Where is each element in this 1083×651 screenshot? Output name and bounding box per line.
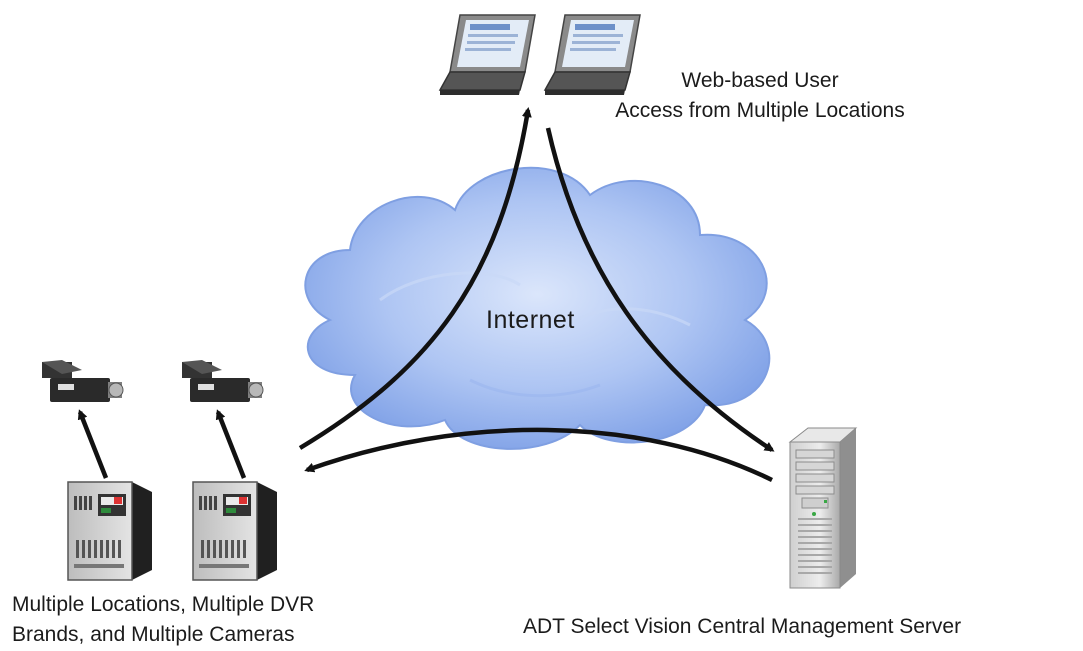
connection-arrows [77,107,775,483]
web-user-label: Web-based User Access from Multiple Loca… [574,66,946,126]
camera-icon [182,360,264,402]
server-icon [788,427,858,589]
arrow-web-to-server [545,127,775,452]
web-user-label-line1: Web-based User [681,69,839,92]
dvr-label-line2: Brands, and Multiple Cameras [12,623,295,646]
laptop-icon [438,14,536,95]
laptop-icon [543,14,641,95]
dvr-label: Multiple Locations, Multiple DVR Brands,… [12,590,314,650]
internet-label: Internet [486,306,575,334]
arrow-dvr2-to-camera2 [215,409,247,479]
camera-icon [42,360,124,402]
dvr-icon [67,481,152,581]
dvr-icon [192,481,277,581]
arrow-dvr1-to-camera1 [77,409,109,479]
arrow-dvr-to-web [298,107,532,450]
dvr-label-line1: Multiple Locations, Multiple DVR [12,593,315,616]
server-label: ADT Select Vision Central Management Ser… [523,615,962,638]
internet-cloud-icon [304,166,771,450]
web-user-label-line2: Access from Multiple Locations [615,99,905,122]
arrow-server-to-dvr [304,427,773,483]
